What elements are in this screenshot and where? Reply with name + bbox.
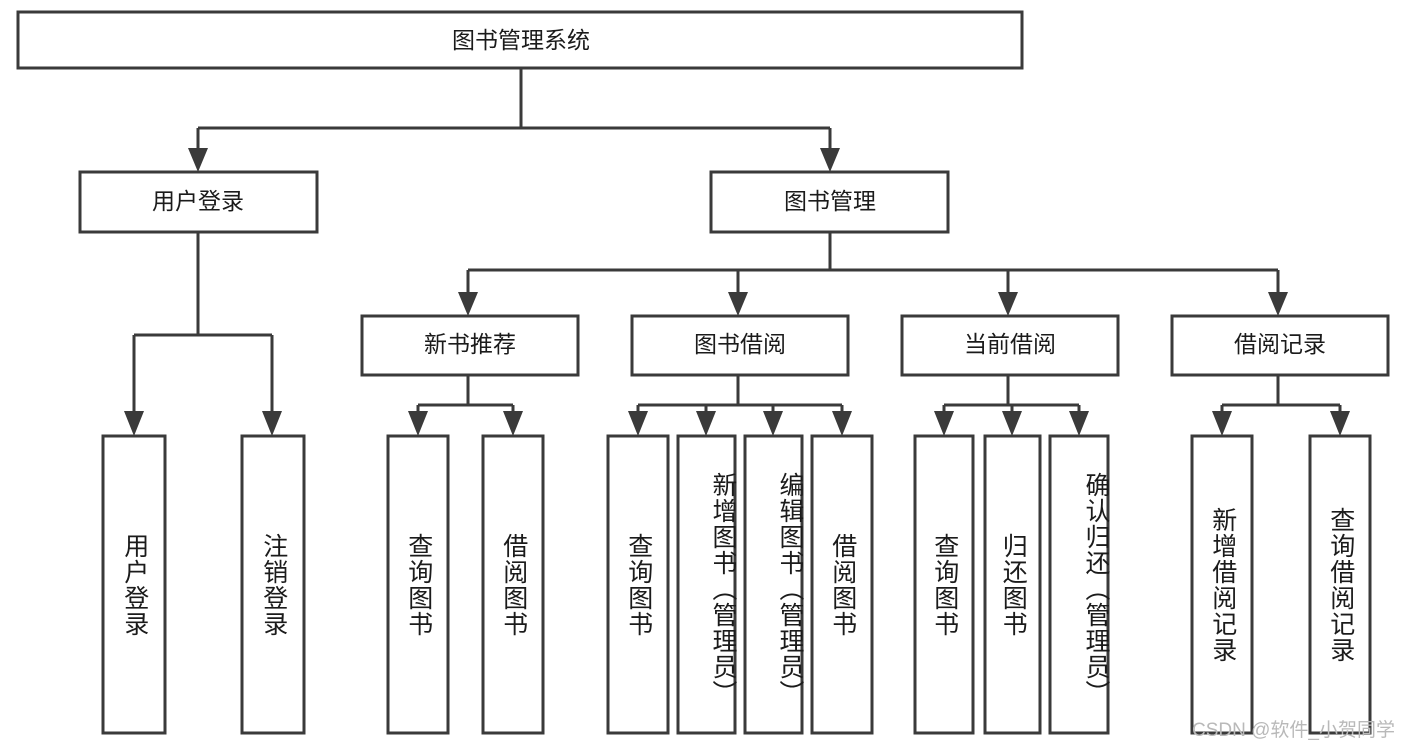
node-leaf-query-book-3-box[interactable] [913, 434, 975, 735]
arrowhead-book-manage [820, 148, 840, 172]
leaf-box-layer [101, 434, 1372, 735]
node-book-manage-label: 图书管理 [784, 188, 876, 214]
node-user-login[interactable]: 用户登录 [78, 170, 319, 234]
node-book-borrow[interactable]: 图书借阅 [630, 314, 850, 377]
node-leaf-query-record-box[interactable] [1308, 434, 1372, 735]
arrowhead-leaf-add-record [1212, 411, 1232, 436]
arrowhead-user-login [188, 148, 208, 172]
arrowhead-leaf-user-logout [262, 411, 282, 436]
arrowhead-leaf-add-book [696, 411, 716, 436]
connector-layer [124, 68, 1350, 436]
node-leaf-borrow-book-2-box[interactable] [810, 434, 874, 735]
arrowhead-leaf-query-record [1330, 411, 1350, 436]
arrowhead-leaf-user-login [124, 411, 144, 436]
arrowhead-new-book-rec [458, 292, 478, 316]
node-current-borrow-box[interactable] [900, 314, 1120, 377]
node-leaf-add-book-box[interactable] [676, 434, 737, 735]
node-current-borrow-label: 当前借阅 [964, 331, 1056, 357]
node-book-manage[interactable]: 图书管理 [709, 170, 950, 234]
node-new-book-rec[interactable]: 新书推荐 [360, 314, 580, 377]
arrowhead-leaf-borrow-book-2 [832, 411, 852, 436]
node-leaf-add-record-box[interactable] [1190, 434, 1254, 735]
node-leaf-edit-book-box[interactable] [743, 434, 804, 735]
arrowhead-leaf-query-book-2 [628, 411, 648, 436]
node-leaf-return-book-box[interactable] [983, 434, 1042, 735]
node-borrow-record-label: 借阅记录 [1234, 331, 1326, 357]
node-borrow-record[interactable]: 借阅记录 [1170, 314, 1390, 377]
node-borrow-record-box[interactable] [1170, 314, 1390, 377]
arrowhead-leaf-edit-book [763, 411, 783, 436]
arrowhead-leaf-confirm-return [1069, 411, 1089, 436]
arrowhead-borrow-record [1268, 292, 1288, 316]
node-root[interactable]: 图书管理系统 [16, 10, 1024, 70]
arrowhead-leaf-query-book-1 [408, 411, 428, 436]
node-root-label: 图书管理系统 [452, 27, 590, 53]
node-user-login-label: 用户登录 [152, 188, 244, 214]
node-book-borrow-label: 图书借阅 [694, 331, 786, 357]
arrowhead-leaf-borrow-book-1 [503, 411, 523, 436]
node-book-manage-box[interactable] [709, 170, 950, 234]
arrowhead-leaf-return-book [1002, 411, 1022, 436]
node-root-box[interactable] [16, 10, 1024, 70]
arrowhead-current-borrow [998, 292, 1018, 316]
node-leaf-borrow-book-1-box[interactable] [481, 434, 545, 735]
node-leaf-user-logout-box[interactable] [240, 434, 306, 735]
node-book-borrow-box[interactable] [630, 314, 850, 377]
node-user-login-box[interactable] [78, 170, 319, 234]
node-new-book-rec-label: 新书推荐 [424, 331, 516, 357]
node-new-book-rec-box[interactable] [360, 314, 580, 377]
csdn-watermark: CSDN @软件_小贺同学 [1192, 720, 1395, 741]
node-leaf-query-book-2-box[interactable] [606, 434, 670, 735]
arrowhead-leaf-query-book-3 [934, 411, 954, 436]
node-leaf-user-login-box[interactable] [101, 434, 167, 735]
node-leaf-confirm-return-box[interactable] [1048, 434, 1110, 735]
node-leaf-query-book-1-box[interactable] [386, 434, 450, 735]
node-current-borrow[interactable]: 当前借阅 [900, 314, 1120, 377]
arrowhead-book-borrow [728, 292, 748, 316]
